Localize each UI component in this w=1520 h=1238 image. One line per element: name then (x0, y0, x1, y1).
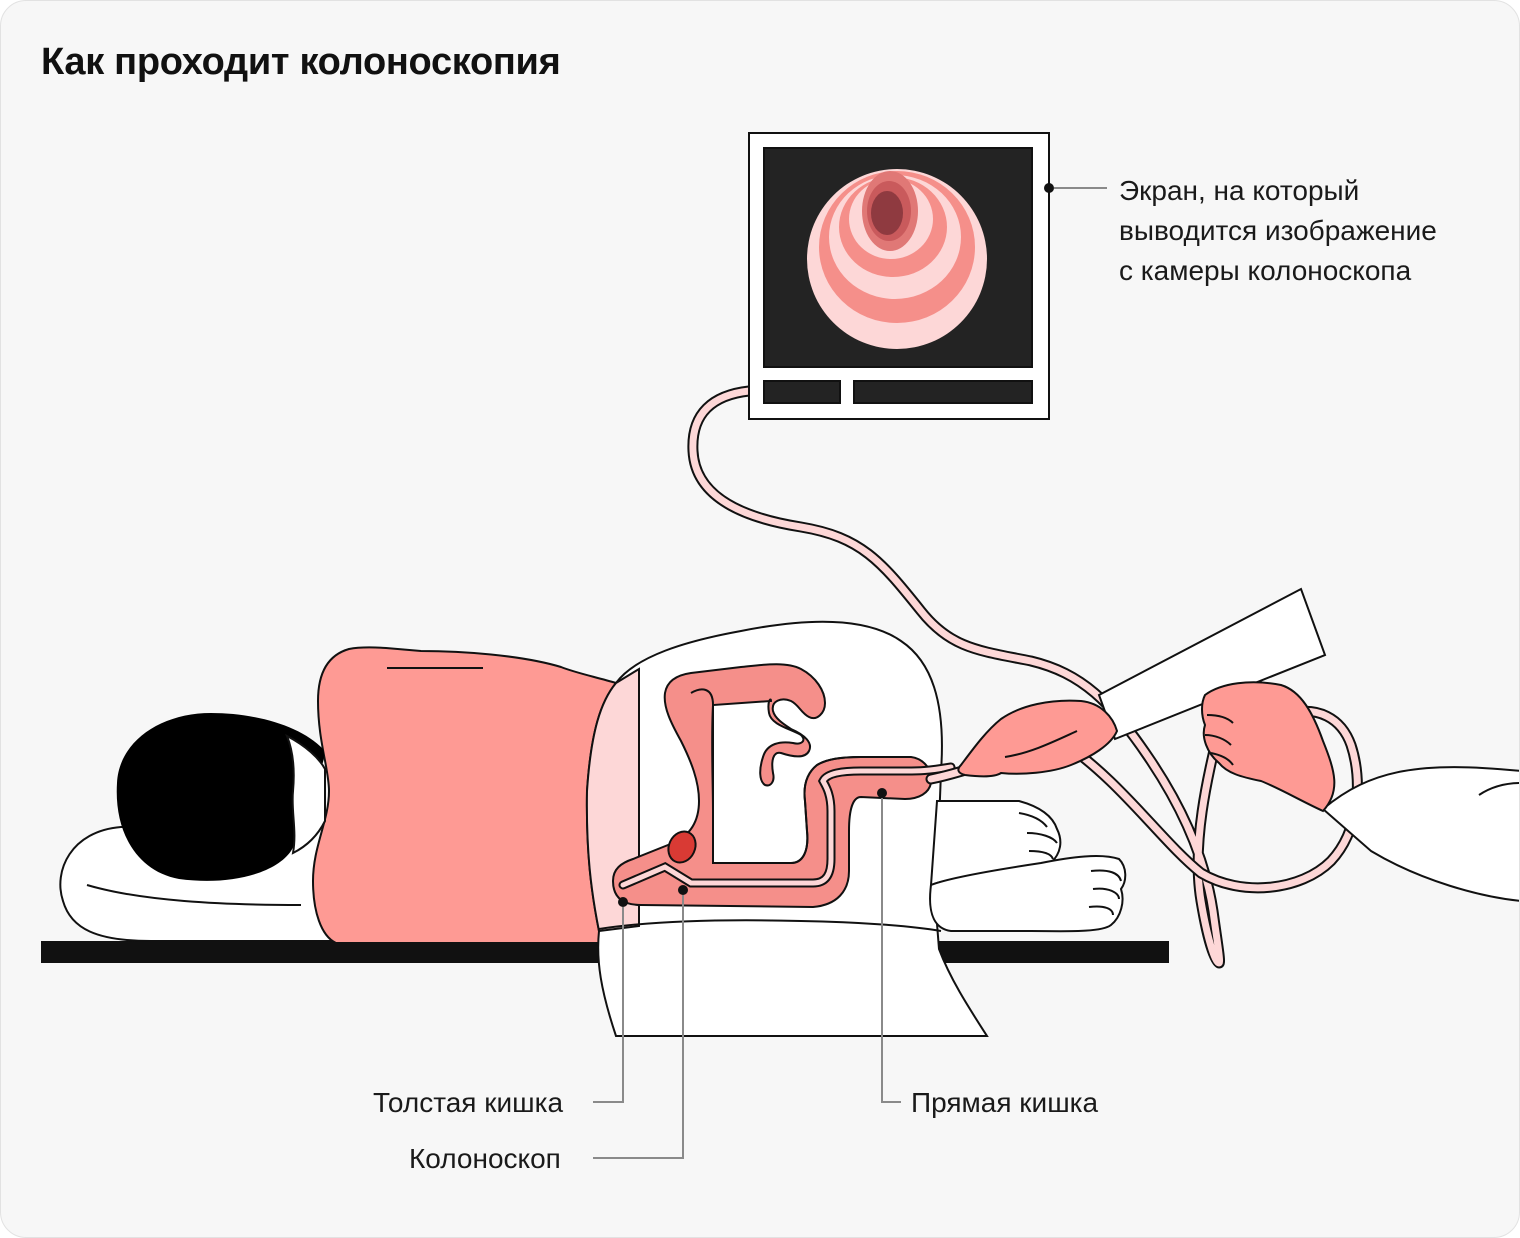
label-screen-line3: с камеры колоноскопа (1119, 255, 1412, 286)
camera-view (807, 169, 987, 349)
label-rectum: Прямая кишка (911, 1087, 1099, 1118)
label-screen-line1: Экран, на который (1119, 175, 1360, 206)
doctor-hand-right (1201, 681, 1336, 813)
monitor-panel-left (763, 380, 841, 404)
label-screen-line2: выводится изображение (1119, 215, 1437, 246)
page-title: Как проходит колоноскопия (41, 41, 561, 83)
patient-torso (311, 646, 618, 944)
polyp (667, 830, 697, 864)
doctor-hand-left (957, 699, 1119, 778)
label-colonoscope: Колоноскоп (409, 1143, 561, 1174)
colon-inner (690, 688, 901, 864)
lower-foot (929, 855, 1127, 933)
patient-head (116, 713, 325, 881)
doctor-arm-right (1321, 766, 1519, 902)
label-screen: Экран, на который выводится изображение … (1119, 171, 1437, 291)
monitor-panel-right (853, 380, 1033, 404)
label-colon: Толстая кишка (373, 1087, 564, 1118)
